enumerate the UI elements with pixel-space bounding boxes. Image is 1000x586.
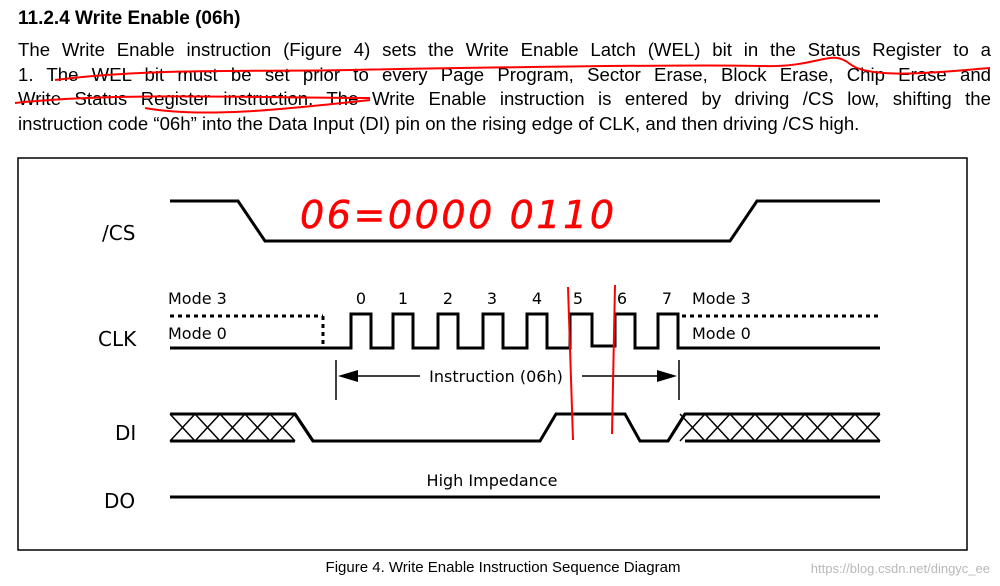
mode0-left: Mode 0 <box>168 324 227 343</box>
dont-care-x <box>854 413 881 442</box>
mode3-left: Mode 3 <box>168 289 227 308</box>
description-paragraph: The Write Enable instruction (Figure 4) … <box>18 38 991 136</box>
arrow-right-head-icon <box>657 370 677 382</box>
dont-care-x <box>729 413 756 442</box>
clock-number: 0 <box>356 289 366 308</box>
dont-care-x <box>829 413 856 442</box>
underline-scribble <box>144 99 371 114</box>
dont-care-x <box>754 413 781 442</box>
paragraph-line: 1. The WEL bit must be set prior to ever… <box>18 63 991 85</box>
clock-number: 3 <box>487 289 497 308</box>
di-waveform <box>170 412 880 443</box>
high-impedance-label: High Impedance <box>427 471 558 490</box>
clock-number: 5 <box>573 289 583 308</box>
paragraph-line: Write Status Register instruction. The W… <box>18 88 991 109</box>
figure-caption: Figure 4. Write Enable Instruction Seque… <box>326 559 681 576</box>
red-marker-line <box>567 286 574 441</box>
dont-care-x <box>704 413 731 442</box>
diagram-frame <box>17 157 968 551</box>
do-label: DO <box>104 489 135 513</box>
dont-care-x <box>269 413 296 442</box>
clock-number: 1 <box>398 289 408 308</box>
handwritten-note: 06=0000 0110 <box>300 193 615 237</box>
cs-label: /CS <box>102 221 135 245</box>
dont-care-x <box>804 413 831 442</box>
dont-care-x <box>219 413 246 442</box>
di-dont-care-pattern <box>169 413 881 442</box>
mode3-right: Mode 3 <box>692 289 751 308</box>
watermark: https://blog.csdn.net/dingyc_ee <box>811 561 990 576</box>
mode0-right: Mode 0 <box>692 324 751 343</box>
paragraph-line: instruction code “06h” into the Data Inp… <box>18 112 860 134</box>
clk-label: CLK <box>98 327 137 351</box>
arrow-left-head-icon <box>338 370 358 382</box>
di-label: DI <box>115 421 136 445</box>
red-annotations <box>14 56 991 441</box>
section-heading: 11.2.4 Write Enable (06h) <box>18 8 241 29</box>
dont-care-x <box>679 413 706 442</box>
clock-number: 7 <box>662 289 672 308</box>
dont-care-x <box>244 413 271 442</box>
dont-care-x <box>779 413 806 442</box>
paragraph-line: The Write Enable instruction (Figure 4) … <box>18 39 991 60</box>
underline-scribble <box>14 95 371 104</box>
dont-care-x <box>169 413 196 442</box>
clock-number: 6 <box>617 289 627 308</box>
cs-waveform <box>170 199 880 243</box>
underline-scribble <box>54 56 991 81</box>
instruction-label: Instruction (06h) <box>429 367 563 386</box>
dont-care-x <box>194 413 221 442</box>
red-marker-line <box>611 284 616 435</box>
clk-waveform <box>170 312 880 350</box>
clock-number: 4 <box>532 289 542 308</box>
clock-number: 2 <box>443 289 453 308</box>
